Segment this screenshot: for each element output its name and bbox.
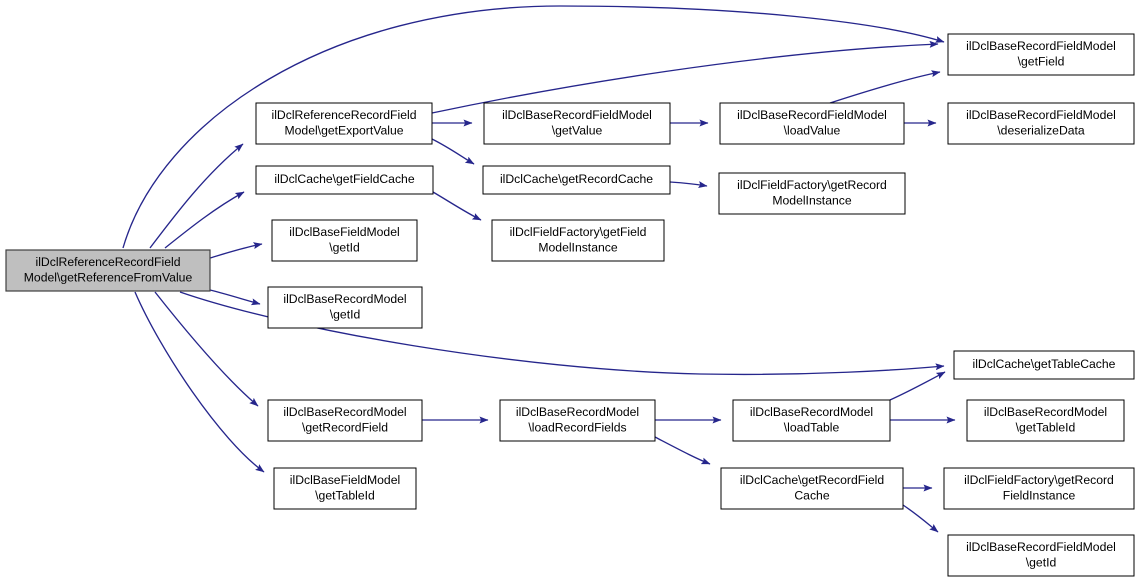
- nodes-layer: ilDclReferenceRecordFieldModel\getRefere…: [5, 33, 1135, 577]
- edge-getExportValue-to-getField: [431, 40, 939, 114]
- node-label-getRecordField: \getRecordField: [302, 420, 388, 434]
- node-label-baseRecordGetId: ilDclBaseRecordModel: [283, 292, 406, 306]
- node-box-loadRecordFields[interactable]: [499, 399, 656, 442]
- node-label-getFieldModelInstance: ilDclFieldFactory\getField: [510, 225, 647, 239]
- node-box-getRecordCache[interactable]: [482, 165, 671, 195]
- node-getTableCache[interactable]: ilDclCache\getTableCache: [953, 350, 1135, 380]
- node-label-getField: ilDclBaseRecordFieldModel: [966, 39, 1116, 53]
- node-label-baseFieldGetTableId: ilDclBaseFieldModel: [290, 473, 400, 487]
- node-getField[interactable]: ilDclBaseRecordFieldModel\getField: [947, 33, 1135, 76]
- node-label-getFieldCache: ilDclCache\getFieldCache: [274, 172, 414, 186]
- node-label-getValue: \getValue: [552, 123, 603, 137]
- node-label-deserializeData: ilDclBaseRecordFieldModel: [966, 108, 1116, 122]
- node-label-loadRecordFields: ilDclBaseRecordModel: [516, 405, 639, 419]
- edge-loadTable-to-getTableCache: [889, 371, 946, 401]
- node-label-root: Model\getReferenceFromValue: [24, 270, 193, 284]
- node-box-getField[interactable]: [947, 33, 1135, 76]
- node-label-getRecordModelInstance: ModelInstance: [772, 193, 851, 207]
- node-getValue[interactable]: ilDclBaseRecordFieldModel\getValue: [483, 102, 671, 145]
- node-label-getTableId: \getTableId: [1016, 420, 1076, 434]
- node-label-getValue: ilDclBaseRecordFieldModel: [502, 108, 652, 122]
- node-label-getTableCache: ilDclCache\getTableCache: [973, 357, 1116, 371]
- edge-root-to-baseRecordGetId: [209, 289, 261, 306]
- node-label-loadValue: \loadValue: [784, 123, 841, 137]
- edge-loadRecordFields-to-getRecordFieldCache: [654, 436, 711, 465]
- edge-root-to-getFieldCache: [164, 191, 245, 249]
- edge-root-to-getField: [122, 5, 945, 249]
- node-box-getTableCache[interactable]: [953, 350, 1135, 380]
- node-getTableId[interactable]: ilDclBaseRecordModel\getTableId: [966, 399, 1125, 442]
- node-box-getRecordField[interactable]: [267, 399, 423, 442]
- node-label-baseRecordGetId: \getId: [330, 307, 361, 321]
- node-label-loadValue: ilDclBaseRecordFieldModel: [737, 108, 887, 122]
- node-label-baseRecordFieldGetId: ilDclBaseRecordFieldModel: [966, 540, 1116, 554]
- node-baseRecordGetId[interactable]: ilDclBaseRecordModel\getId: [267, 286, 423, 329]
- node-box-getTableId[interactable]: [966, 399, 1125, 442]
- node-box-deserializeData[interactable]: [947, 102, 1135, 145]
- node-label-getRecordModelInstance: ilDclFieldFactory\getRecord: [737, 178, 887, 192]
- node-label-getRecordFieldCache: ilDclCache\getRecordField: [740, 473, 884, 487]
- edge-getRecordCache-to-getRecordModelInstance: [669, 181, 708, 189]
- node-label-getRecordField: ilDclBaseRecordModel: [283, 405, 406, 419]
- node-box-baseFieldGetTableId[interactable]: [273, 467, 417, 510]
- node-label-root: ilDclReferenceRecordField: [36, 255, 181, 269]
- node-label-getExportValue: Model\getExportValue: [284, 123, 403, 137]
- node-getExportValue[interactable]: ilDclReferenceRecordFieldModel\getExport…: [255, 102, 433, 145]
- node-baseFieldGetId[interactable]: ilDclBaseFieldModel\getId: [271, 219, 418, 262]
- node-getFieldCache[interactable]: ilDclCache\getFieldCache: [255, 165, 434, 195]
- node-box-getRecordFieldCache[interactable]: [720, 467, 904, 510]
- node-label-getRecordFieldInstance: ilDclFieldFactory\getRecord: [964, 473, 1114, 487]
- node-loadTable[interactable]: ilDclBaseRecordModel\loadTable: [732, 399, 891, 442]
- node-box-getRecordModelInstance[interactable]: [718, 172, 906, 215]
- node-label-baseFieldGetId: \getId: [329, 240, 360, 254]
- edge-getExportValue-to-getRecordCache: [431, 138, 475, 165]
- node-label-getFieldModelInstance: ModelInstance: [538, 240, 617, 254]
- node-box-loadValue[interactable]: [719, 102, 905, 145]
- node-label-loadTable: \loadTable: [784, 420, 840, 434]
- edge-getRecordFieldCache-to-baseRecordFieldGetId: [902, 504, 939, 533]
- node-box-baseRecordGetId[interactable]: [267, 286, 423, 329]
- node-box-loadTable[interactable]: [732, 399, 891, 442]
- node-box-getExportValue[interactable]: [255, 102, 433, 145]
- node-label-deserializeData: \deserializeData: [997, 123, 1085, 137]
- node-label-getTableId: ilDclBaseRecordModel: [984, 405, 1107, 419]
- edge-root-to-getExportValue: [149, 143, 244, 249]
- node-label-baseFieldGetId: ilDclBaseFieldModel: [289, 225, 399, 239]
- node-box-getFieldModelInstance[interactable]: [491, 219, 665, 262]
- edge-root-to-getRecordField: [154, 291, 259, 407]
- node-baseRecordFieldGetId[interactable]: ilDclBaseRecordFieldModel\getId: [947, 534, 1135, 577]
- node-box-baseFieldGetId[interactable]: [271, 219, 418, 262]
- node-box-getValue[interactable]: [483, 102, 671, 145]
- node-box-getFieldCache[interactable]: [255, 165, 434, 195]
- node-getRecordCache[interactable]: ilDclCache\getRecordCache: [482, 165, 671, 195]
- node-box-root[interactable]: [5, 249, 211, 292]
- node-label-baseFieldGetTableId: \getTableId: [315, 488, 375, 502]
- edge-root-to-baseFieldGetId: [209, 242, 263, 259]
- node-deserializeData[interactable]: ilDclBaseRecordFieldModel\deserializeDat…: [947, 102, 1135, 145]
- node-root[interactable]: ilDclReferenceRecordFieldModel\getRefere…: [5, 249, 211, 292]
- node-box-baseRecordFieldGetId[interactable]: [947, 534, 1135, 577]
- node-label-getRecordFieldCache: Cache: [794, 488, 829, 502]
- node-loadRecordFields[interactable]: ilDclBaseRecordModel\loadRecordFields: [499, 399, 656, 442]
- node-label-getField: \getField: [1018, 54, 1065, 68]
- node-box-getRecordFieldInstance[interactable]: [943, 467, 1135, 510]
- node-label-getExportValue: ilDclReferenceRecordField: [272, 108, 417, 122]
- node-label-baseRecordFieldGetId: \getId: [1026, 555, 1057, 569]
- node-label-loadRecordFields: \loadRecordFields: [528, 420, 626, 434]
- edge-root-to-baseFieldGetTableId: [134, 291, 265, 473]
- node-label-loadTable: ilDclBaseRecordModel: [750, 405, 873, 419]
- node-loadValue[interactable]: ilDclBaseRecordFieldModel\loadValue: [719, 102, 905, 145]
- edge-getFieldCache-to-getFieldModelInstance: [432, 191, 482, 221]
- node-baseFieldGetTableId[interactable]: ilDclBaseFieldModel\getTableId: [273, 467, 417, 510]
- node-label-getRecordCache: ilDclCache\getRecordCache: [500, 172, 653, 186]
- edges-layer: [122, 5, 956, 533]
- node-label-getRecordFieldInstance: FieldInstance: [1003, 488, 1076, 502]
- edge-loadValue-to-getField: [829, 70, 941, 104]
- node-getRecordField[interactable]: ilDclBaseRecordModel\getRecordField: [267, 399, 423, 442]
